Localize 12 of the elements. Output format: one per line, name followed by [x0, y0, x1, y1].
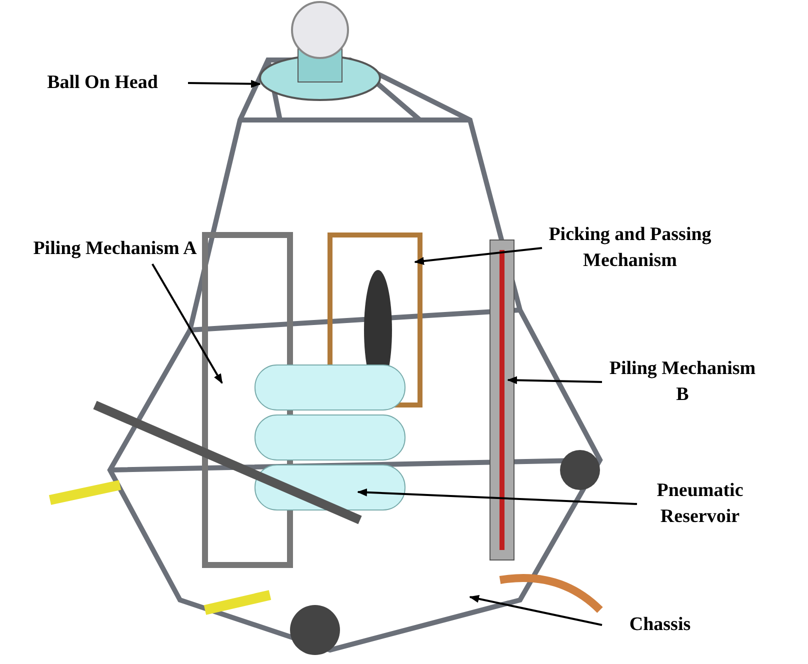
leader-line	[414, 247, 542, 265]
callout-label: Chassis	[605, 612, 715, 638]
leader-line	[152, 264, 223, 384]
callout-label: Ball On Head	[20, 70, 185, 96]
callout-label: Piling Mechanism B	[605, 356, 760, 408]
callout-label: Picking and Passing Mechanism	[545, 222, 715, 274]
callout-label: Piling Mechanism A	[30, 236, 200, 262]
leader-line	[188, 80, 261, 88]
leader-line	[507, 376, 602, 384]
leader-line	[357, 488, 638, 505]
callout-label: Pneumatic Reservoir	[640, 478, 760, 530]
leader-line	[469, 594, 602, 626]
